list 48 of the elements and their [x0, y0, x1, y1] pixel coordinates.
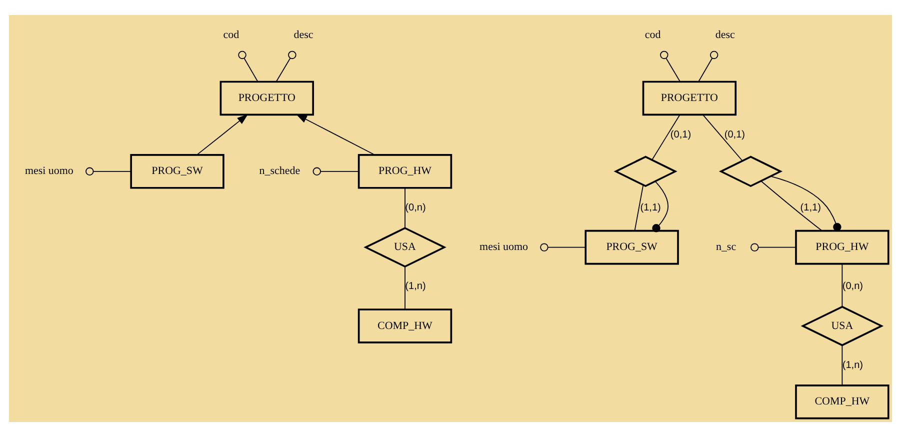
connector [842, 344, 843, 386]
connector [660, 50, 680, 82]
connector [404, 187, 406, 228]
edge-label: (0,n) [405, 202, 426, 214]
connector [634, 184, 644, 231]
arrow [196, 114, 248, 155]
connector [312, 166, 360, 176]
node-text: n_schede [259, 164, 300, 177]
connector [842, 263, 843, 307]
node-text: cod [644, 28, 661, 40]
node-box: PROG_HW [358, 154, 452, 188]
connector [540, 242, 586, 251]
edge-label: (0,1) [670, 128, 692, 140]
edge-label: (1,1) [800, 202, 821, 214]
node-diamond: USA [800, 305, 884, 346]
node-box: PROG_SW [130, 154, 224, 188]
connector [276, 50, 296, 82]
node-text: desc [294, 28, 314, 40]
node-text: cod [223, 28, 240, 40]
connector [702, 114, 743, 161]
node-diamond: USA [364, 226, 446, 268]
node-diamond [718, 155, 783, 187]
node-text: n_sc [716, 240, 736, 253]
connector [698, 50, 718, 82]
node-box: COMP_HW [795, 384, 890, 419]
connector [760, 180, 822, 231]
edge-label: (1,1) [640, 202, 661, 214]
connector [750, 242, 796, 251]
node-box: PROGETTO [642, 80, 737, 116]
node-box: PROG_SW [584, 229, 679, 264]
connector [652, 180, 668, 232]
edge-label: (1,n) [405, 280, 426, 292]
node-text: mesi uomo [480, 240, 528, 253]
node-diamond [614, 155, 678, 187]
connector [404, 266, 406, 310]
connector [652, 114, 680, 160]
node-text: desc [715, 28, 735, 40]
node-text: mesi uomo [24, 164, 74, 177]
node-box: PROG_HW [795, 229, 890, 264]
node-box: PROGETTO [220, 80, 314, 116]
arrow [296, 114, 376, 155]
connector [86, 166, 132, 176]
edge-label: (0,n) [842, 280, 864, 292]
edge-label: (1,n) [842, 359, 864, 370]
node-box: COMP_HW [358, 308, 452, 343]
connector [238, 50, 258, 82]
edge-label: (0,1) [724, 128, 746, 140]
connector [770, 175, 842, 231]
